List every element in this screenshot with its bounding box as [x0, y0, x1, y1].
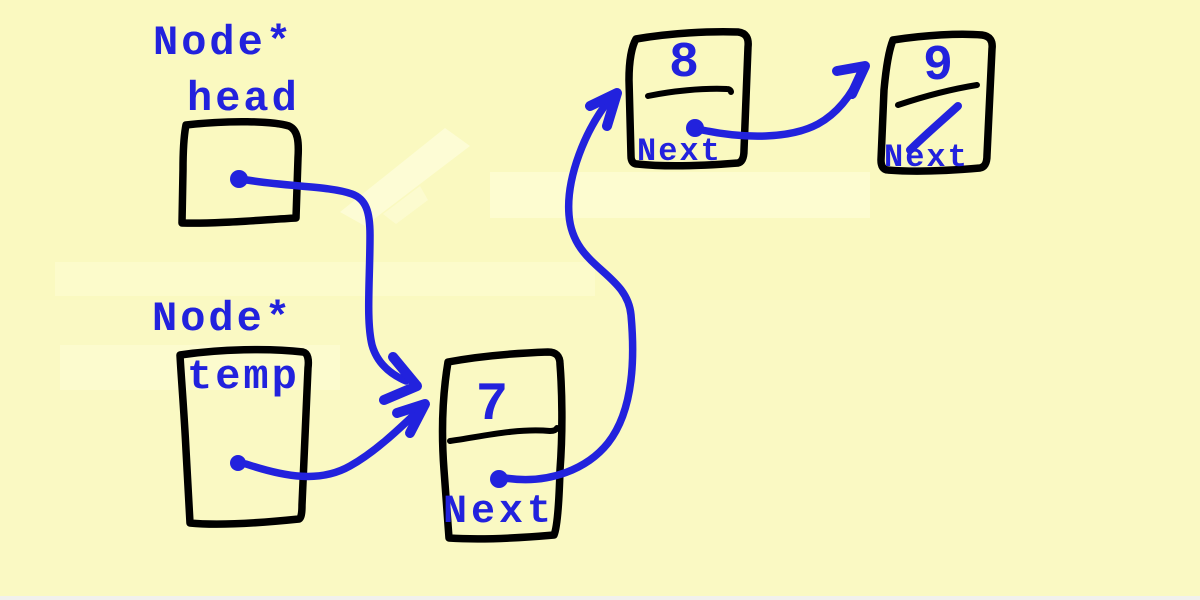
node7-arrow-shaft	[501, 95, 637, 484]
node7-box	[438, 348, 566, 543]
temp-to-node7-arrow	[242, 399, 430, 481]
node9-box	[877, 30, 996, 175]
node8-value: 8	[669, 35, 699, 92]
node8-divider	[645, 85, 734, 99]
node8-box	[625, 28, 752, 170]
node8-arrow-shaft	[698, 68, 866, 140]
node9-value: 9	[923, 38, 953, 95]
head-to-node7-arrow	[243, 176, 422, 405]
head-arrowhead	[379, 352, 422, 405]
node8-box-group	[625, 28, 752, 170]
node7-next-label: Next	[443, 490, 555, 535]
node7-divider	[447, 425, 560, 444]
temp-pointer-type-label: Node*	[152, 295, 293, 343]
node9-null-slash	[906, 102, 962, 154]
head-pointer-type-label: Node*	[153, 19, 294, 67]
head-pointer-box	[178, 117, 303, 227]
node7-value: 7	[476, 375, 508, 436]
eraser-band-upper	[490, 172, 870, 218]
node9-box-group	[877, 30, 996, 175]
node9-divider	[895, 82, 980, 108]
head-pointer-dot	[230, 170, 248, 188]
node7-next-dot	[490, 470, 508, 488]
temp-pointer-dot	[230, 455, 246, 471]
eraser-band-middle	[55, 262, 595, 296]
node7-to-node8-arrow	[501, 88, 637, 484]
node8-arrowhead	[832, 61, 870, 99]
eraser-diagonal-streak	[340, 128, 470, 226]
node7-box-group	[438, 348, 566, 543]
bottom-edge-strip	[0, 596, 1200, 600]
temp-arrow-shaft	[242, 407, 422, 481]
node7-arrowhead	[585, 88, 622, 131]
head-arrow-shaft	[243, 176, 410, 385]
node9-next-label: Next	[884, 139, 969, 176]
node8-next-label: Next	[637, 133, 722, 170]
temp-pointer-name-label: temp	[187, 353, 300, 401]
eraser-streak-notch	[383, 186, 428, 224]
node8-to-node9-arrow	[698, 61, 870, 140]
temp-arrowhead	[392, 399, 430, 438]
temp-pointer-box	[176, 345, 313, 528]
head-pointer-name-label: head	[187, 75, 300, 123]
